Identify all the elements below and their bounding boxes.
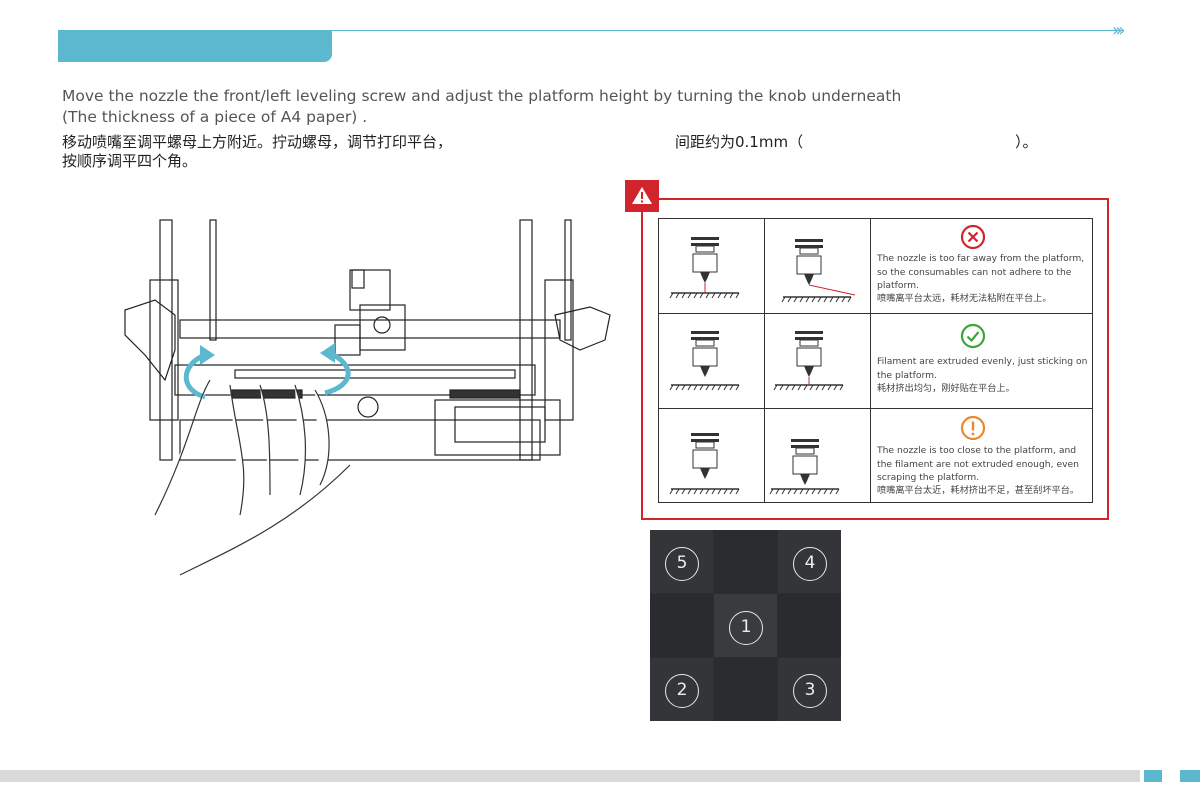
instruction-text-cn-gap2: ）。 <box>1015 133 1038 151</box>
footer-marker <box>1180 770 1200 782</box>
row-2-text-cn: 耗材挤出均匀，刚好贴在平台上。 <box>877 383 1015 394</box>
row-2-text-en: Filament are extruded evenly, just stick… <box>877 356 1088 381</box>
leveling-point-2: 2 <box>665 674 699 708</box>
warning-icon <box>625 180 659 212</box>
leveling-point-1: 1 <box>729 611 763 645</box>
leveling-point-5: 5 <box>665 547 699 581</box>
leveling-point-4: 4 <box>793 547 827 581</box>
instruction-text-cn-gap1: 间距约为0.1mm（ <box>675 133 804 151</box>
error-icon <box>960 224 986 250</box>
row-3-text-cn: 喷嘴离平台太近，耗材挤出不足，甚至刮坏平台。 <box>877 485 1080 496</box>
header-bar <box>58 30 332 62</box>
hand-illustration <box>154 379 351 576</box>
leveling-comparison-table: The nozzle is too far away from the plat… <box>658 218 1093 503</box>
instruction-text-cn-line1: 移动喷嘴至调平螺母上方附近。拧动螺母，调节打印平台， <box>62 133 453 151</box>
check-icon <box>960 323 986 349</box>
header-line <box>332 30 1122 31</box>
warning-box <box>641 198 1109 520</box>
instruction-text-en: Move the nozzle the front/left leveling … <box>62 87 902 126</box>
leveling-point-3: 3 <box>793 674 827 708</box>
row-1-text-en: The nozzle is too far away from the plat… <box>877 253 1085 291</box>
caution-icon <box>960 415 986 441</box>
footer-bar <box>0 770 1140 782</box>
row-3-text-en: The nozzle is too close to the platform,… <box>877 445 1080 483</box>
chevron-right-icon: ››› <box>1112 20 1125 41</box>
row-1-text-cn: 喷嘴离平台太远，耗材无法粘附在平台上。 <box>877 293 1052 304</box>
nozzle-diagrams <box>669 236 856 495</box>
leveling-order-grid: 5 4 1 2 3 <box>650 530 841 721</box>
footer-marker <box>1144 770 1162 782</box>
printer-illustration <box>124 219 611 576</box>
instruction-text-cn-line2: 按顺序调平四个角。 <box>62 152 198 170</box>
